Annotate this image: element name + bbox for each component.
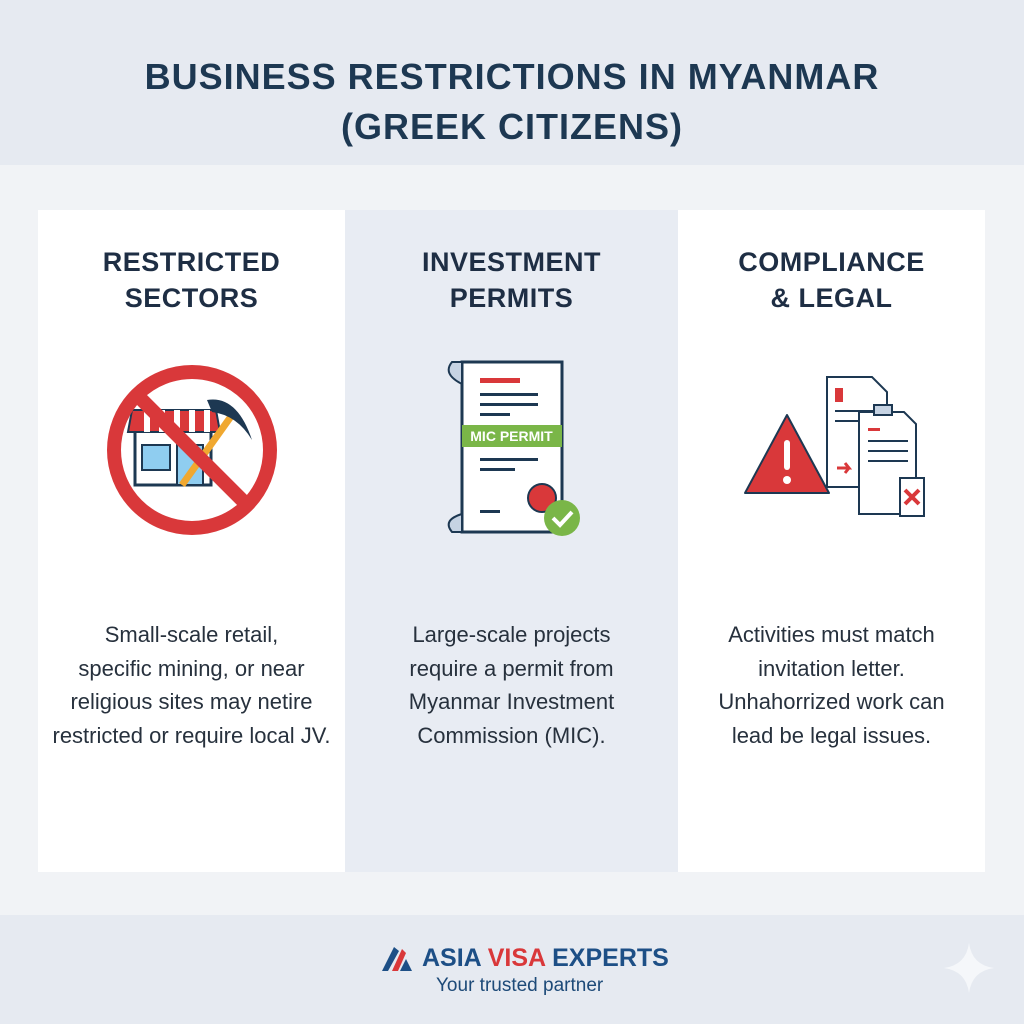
brand-asia: ASIA: [422, 943, 488, 972]
warning-documents-icon: [743, 376, 925, 517]
brand-visa: VISA: [487, 943, 546, 972]
brand-experts: EXPERTS: [545, 943, 669, 972]
mic-permit-badge: MIC PERMIT: [470, 428, 553, 444]
brand-name: ASIA VISA EXPERTS: [422, 944, 669, 973]
header: BUSINESS RESTRICTIONS IN MYANMAR (GREEK C…: [0, 0, 1024, 165]
panel-restricted-sectors: RESTRICTED SECTORS Small-scale retail, s…: [38, 210, 345, 872]
no-retail-mining-icon: [106, 365, 277, 535]
title-line-2: (GREEK CITIZENS): [340, 106, 683, 147]
permit-certificate-icon: MIC PERMIT: [412, 350, 612, 550]
panel-title: RESTRICTED SECTORS: [102, 247, 281, 313]
panel-compliance-legal: COMPLIANCE & LEGAL Activities must match…: [678, 210, 985, 872]
panel-investment-permits: INVESTMENT PERMITS MIC PERMIT Large-scal…: [345, 210, 678, 872]
footer: ASIA VISA EXPERTS Your trusted partner: [0, 915, 1024, 1024]
panel-description: Large-scale projects require a permit fr…: [408, 622, 615, 748]
brand-logo: ASIA VISA EXPERTS: [380, 943, 669, 973]
panel-title: COMPLIANCE & LEGAL: [738, 247, 925, 313]
title-line-1: BUSINESS RESTRICTIONS IN MYANMAR: [144, 56, 880, 97]
panel-description: Small-scale retail, specific mining, or …: [52, 622, 331, 748]
tagline: Your trusted partner: [436, 975, 604, 996]
panel-title: INVESTMENT PERMITS: [421, 247, 601, 313]
logo-mark-icon: [382, 947, 412, 971]
page-title: BUSINESS RESTRICTIONS IN MYANMAR (GREEK C…: [0, 52, 1024, 152]
panel-description: Activities must match invitation letter.…: [718, 622, 945, 748]
sparkle-icon: [944, 943, 994, 993]
